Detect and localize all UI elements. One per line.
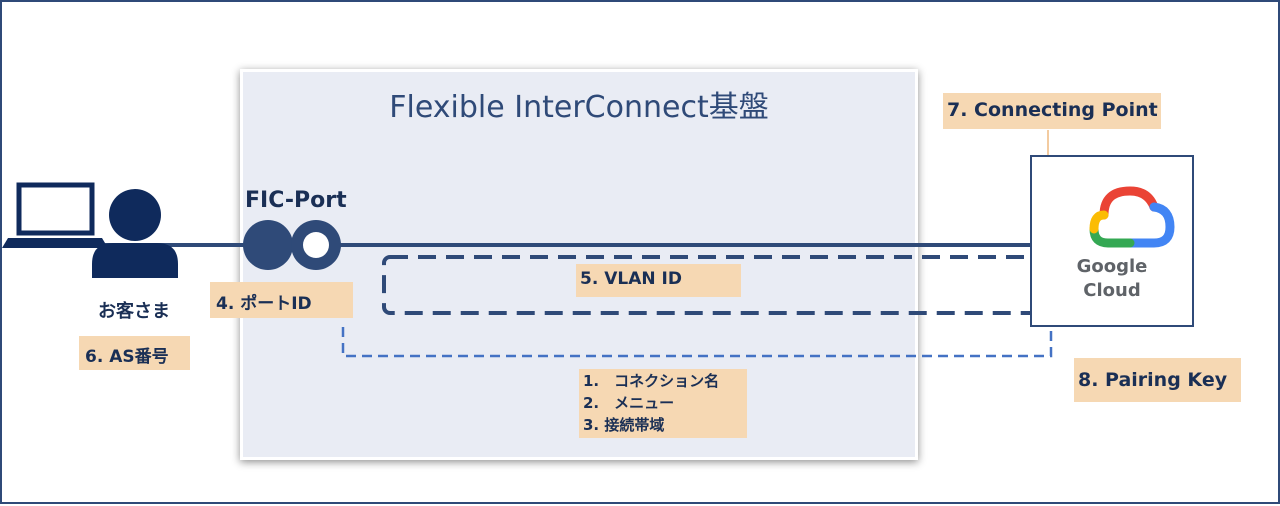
google-cloud-box: Google Cloud: [1030, 155, 1194, 327]
fic-port-label: FIC-Port: [245, 188, 347, 213]
connection-dashed-path: [341, 327, 1053, 358]
laptop-icon: [2, 182, 108, 248]
customer-person-icon: [92, 189, 178, 278]
customer-label: お客さま: [98, 301, 170, 322]
google-cloud-label-line1: Google: [1076, 256, 1148, 277]
platform-title: Flexible InterConnect基盤: [389, 90, 769, 125]
as-number-box: 6. AS番号: [79, 336, 190, 370]
vlan-id-box: 5. VLAN ID: [576, 264, 741, 297]
connection-params-box: 1. コネクション名 2. メニュー 3. 接続帯域: [579, 369, 747, 438]
connecting-point-box: 7. Connecting Point: [943, 93, 1161, 129]
fic-port-icon: [243, 220, 341, 270]
port-id-box: 4. ポートID: [210, 282, 353, 318]
google-cloud-label: Google Cloud: [1032, 255, 1192, 303]
connection-param-item: 1. コネクション名: [583, 372, 720, 390]
google-cloud-icon: [1089, 186, 1175, 248]
pairing-key-box: 8. Pairing Key: [1074, 358, 1241, 402]
connection-param-item: 3. 接続帯域: [583, 416, 665, 434]
connection-param-item: 2. メニュー: [583, 394, 675, 412]
google-cloud-label-line2: Cloud: [1083, 280, 1141, 301]
